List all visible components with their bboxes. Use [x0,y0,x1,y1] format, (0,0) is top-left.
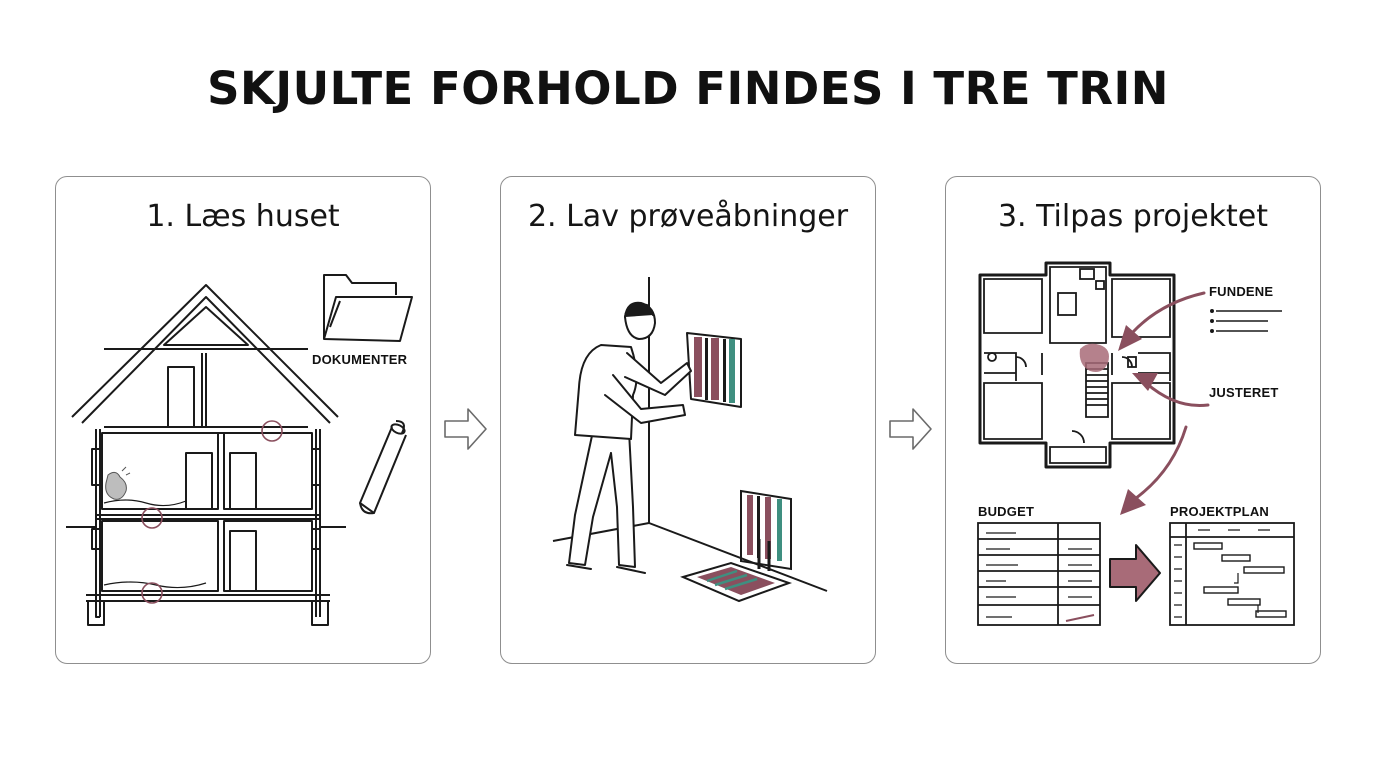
project-plan-chart [1169,522,1295,626]
step-3-title: 3. Tilpas projektet [997,199,1269,234]
budget-table [977,522,1101,626]
step-2-panel: 2. Lav prøveåbninger [500,176,876,664]
step-1-title: 1. Læs huset [146,199,340,234]
step-1-panel: 1. Læs huset [55,176,431,664]
budget-label: BUDGET [978,504,1035,519]
floor-plan [978,261,1176,469]
right-arrow-icon [1109,544,1161,602]
project-plan-label: PROJEKTPLAN [1170,504,1269,519]
floorplan-budget-illustration [977,261,1295,626]
house-section-illustration [66,274,413,626]
right-arrow-icon [889,408,932,450]
rolled-drawing-icon [359,420,407,515]
step-2-title: 2. Lav prøveåbninger [527,199,849,234]
step-3-panel: 3. Tilpas projektet [945,176,1321,664]
documents-label: DOKUMENTER [312,352,408,367]
adjusted-label: JUSTERET [1209,385,1279,400]
folder-icon [323,274,413,342]
worker-figure [566,301,692,574]
findings-label: FUNDENE [1209,284,1274,299]
page-title: SKJULTE FORHOLD FINDES I TRE TRIN [207,62,1169,115]
test-opening-illustration [552,277,828,603]
right-arrow-icon [444,408,487,450]
